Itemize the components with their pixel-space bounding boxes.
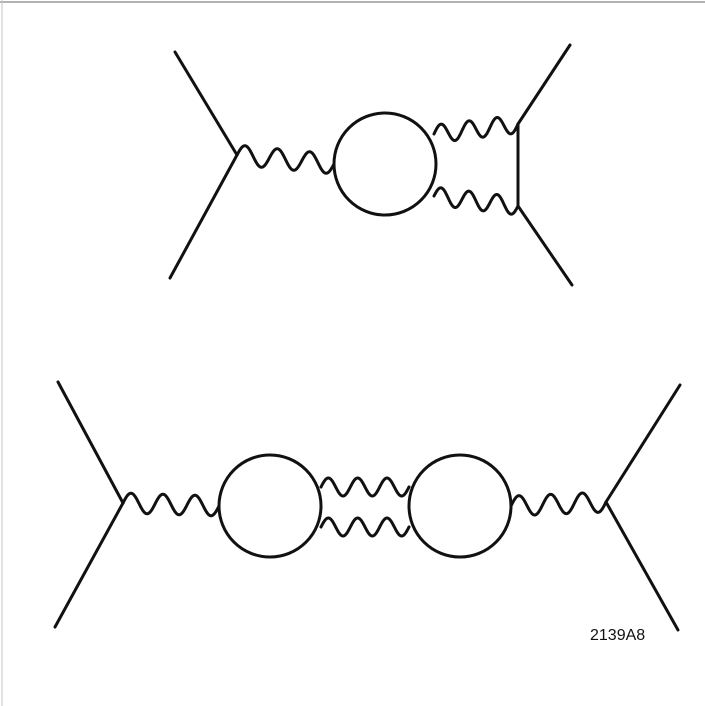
bottom-feynman-diagram (53, 380, 682, 632)
bottom-left-fermion-loop (217, 453, 323, 559)
bottom-right-lower-fermion-line (604, 500, 680, 632)
top-left-photon-propagator (235, 144, 336, 175)
top-fermion-loop (332, 111, 438, 217)
bottom-left-upper-fermion-line (56, 380, 125, 505)
top-left-lower-fermion-line (168, 153, 239, 280)
bottom-left-lower-fermion-line (53, 501, 125, 629)
bottom-upper-exchange-photon (319, 476, 411, 498)
bottom-lower-exchange-photon (319, 516, 411, 538)
top-lower-exchange-photon (432, 186, 520, 216)
bottom-right-upper-fermion-line (604, 383, 682, 504)
bottom-right-fermion-loop (407, 453, 513, 559)
bottom-right-photon-propagator (509, 491, 608, 517)
top-upper-exchange-photon (432, 115, 520, 143)
top-feynman-diagram (168, 43, 574, 287)
bottom-left-photon-propagator (121, 491, 221, 518)
top-right-lower-fermion-line (516, 204, 574, 287)
top-right-upper-fermion-line (516, 43, 572, 126)
top-left-upper-fermion-line (173, 50, 239, 157)
figure-id-label: 2139A8 (590, 627, 646, 644)
